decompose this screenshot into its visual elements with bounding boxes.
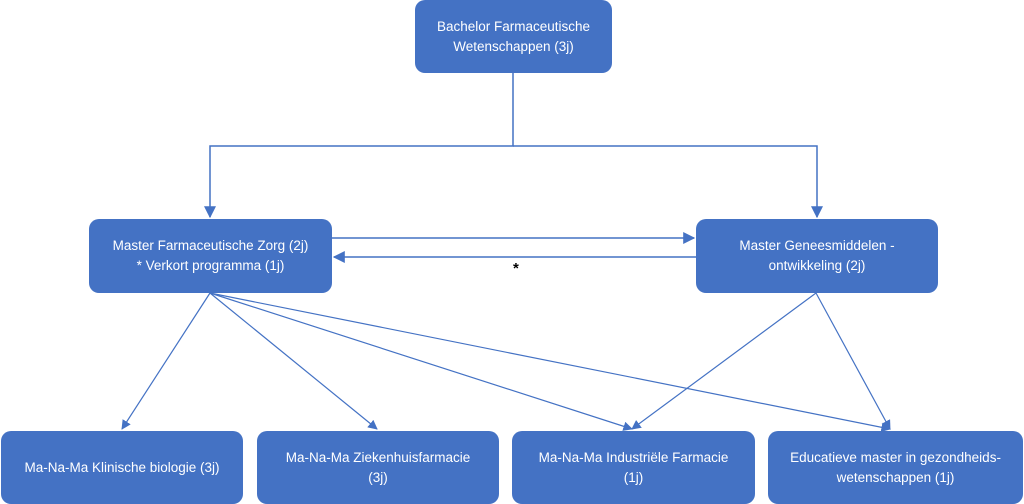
node-manama-klinische-biologie: Ma-Na-Ma Klinische biologie (3j) — [1, 431, 243, 504]
edge-zorg-to-ind — [209, 292, 633, 431]
edge-zorg-to-edu — [209, 292, 891, 433]
node-master-gm-line2: ontwikkeling (2j) — [768, 258, 866, 273]
node-master-gm-line1: Master Geneesmiddelen - — [739, 238, 895, 253]
node-master-zorg-line2: * Verkort programma (1j) — [136, 258, 285, 273]
node-master-zorg-line1: Master Farmaceutische Zorg (2j) — [112, 238, 309, 253]
node-manama-ind-line2: (1j) — [623, 469, 644, 485]
edge-gm-to-edu — [815, 292, 891, 430]
edge-zorg-to-zh — [209, 292, 378, 430]
edge-bachelor-to-masters — [204, 72, 514, 219]
asterisk-label: * — [513, 260, 519, 277]
node-bachelor-line1: Bachelor Farmaceutische — [436, 18, 591, 34]
edge-zorg-to-klin — [121, 292, 211, 430]
node-master-zorg: Master Farmaceutische Zorg (2j) * Verkor… — [89, 219, 332, 293]
node-bachelor-line2: Wetenschappen (3j) — [453, 38, 574, 54]
node-manama-zh-line2: (3j) — [368, 469, 388, 485]
node-master-geneesmiddelen: Master Geneesmiddelen - ontwikkeling (2j… — [696, 219, 938, 293]
edge-gm-to-ind — [631, 292, 817, 430]
node-bachelor: Bachelor Farmaceutische Wetenschappen (3… — [415, 0, 612, 73]
node-educatieve-master: Educatieve master in gezondheids- wetens… — [768, 431, 1023, 504]
node-edu-line1: Educatieve master in gezondheids- — [790, 449, 1001, 465]
edge-bachelor-to-master-gm — [513, 145, 823, 219]
node-manama-zh-line1: Ma-Na-Ma Ziekenhuisfarmacie — [285, 449, 471, 465]
node-manama-ziekenhuisfarmacie: Ma-Na-Ma Ziekenhuisfarmacie (3j) — [257, 431, 499, 504]
node-edu-line2: wetenschappen (1j) — [836, 469, 955, 485]
node-manama-ind-line1: Ma-Na-Ma Industriële Farmacie — [538, 449, 729, 465]
node-manama-klin-line1: Ma-Na-Ma Klinische biologie (3j) — [24, 459, 220, 475]
node-manama-industriele-farmacie: Ma-Na-Ma Industriële Farmacie (1j) — [512, 431, 755, 504]
